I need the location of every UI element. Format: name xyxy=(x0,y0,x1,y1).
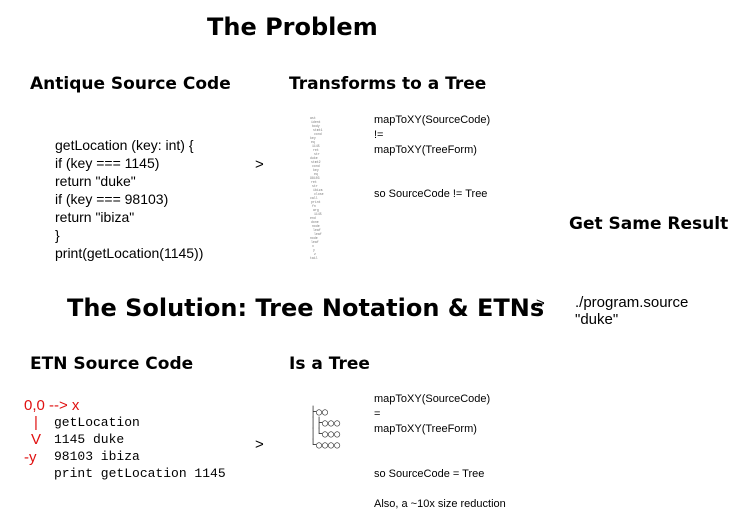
tiny-tree-line: node xyxy=(310,236,318,240)
tiny-tree-line: ret xyxy=(311,180,317,184)
etn-tree-diagram: ├○○ │├○○○ │└○○○ └○○○○ xyxy=(310,407,340,451)
size-reduction-note: Also, a ~10x size reduction xyxy=(374,498,506,510)
tiny-tree-line: end xyxy=(310,216,316,220)
code-line: } xyxy=(55,227,60,243)
tiny-tree-line: print xyxy=(311,200,321,204)
tiny-tree-line: str xyxy=(312,184,318,188)
tiny-tree-line: cond xyxy=(312,164,320,168)
result-block: ./program.source "duke" xyxy=(575,294,688,328)
note-line: mapToXY(SourceCode) xyxy=(374,393,491,405)
tiny-tree-line: z xyxy=(314,252,316,256)
tiny-tree-line: key xyxy=(310,136,316,140)
solution-arrow: > xyxy=(255,436,264,453)
tiny-tree-line: leaf xyxy=(313,228,321,232)
note-line: mapToXY(TreeForm) xyxy=(374,423,477,435)
problem-conclusion: so SourceCode != Tree xyxy=(374,188,488,200)
tiny-tree-line: ident xyxy=(311,120,321,124)
tree-node-row: │└○○○ xyxy=(310,429,341,440)
tiny-tree-line: cond xyxy=(314,132,322,136)
tiny-tree-line: duke xyxy=(310,156,318,160)
etn-code-line: 98103 ibiza xyxy=(54,449,140,464)
same-result-heading: Get Same Result xyxy=(569,214,729,234)
tiny-tree-line: eq xyxy=(311,140,315,144)
antique-code-block: getLocation (key: int) { if (key === 114… xyxy=(55,136,203,262)
transforms-heading: Transforms to a Tree xyxy=(289,74,487,94)
solution-conclusion: so SourceCode = Tree xyxy=(374,468,485,480)
etn-code-line: 1145 duke xyxy=(54,432,125,447)
tiny-tree-line: x xyxy=(312,244,314,248)
code-line: getLocation (key: int) { xyxy=(55,137,194,153)
code-line: print(getLocation(1145)) xyxy=(55,245,204,261)
tiny-tree-line: node xyxy=(312,224,320,228)
tree-node-row: │├○○○ xyxy=(310,418,341,429)
code-line: if (key === 98103) xyxy=(55,191,169,207)
axis-origin-label: 0,0 --> x xyxy=(24,397,80,414)
tiny-tree-line: eq xyxy=(314,172,318,176)
etn-source-heading: ETN Source Code xyxy=(30,354,194,374)
tiny-tree-line: body xyxy=(312,124,320,128)
tree-node-row: └○○○○ xyxy=(310,440,341,451)
tiny-tree-line: 98103 xyxy=(310,176,320,180)
problem-mapping-note: mapToXY(SourceCode) != mapToXY(TreeForm) xyxy=(374,113,490,158)
solution-title: The Solution: Tree Notation & ETNs xyxy=(67,294,545,322)
etn-code-line: print getLocation 1145 xyxy=(54,466,226,481)
axis-bar: | xyxy=(34,414,38,431)
tiny-tree-line: fn xyxy=(312,204,316,208)
tiny-tree-line: leaf xyxy=(314,232,322,236)
tree-node-row: ├○○ xyxy=(310,407,329,418)
tiny-tree-line: ibiza xyxy=(313,188,323,192)
note-line: = xyxy=(374,408,381,420)
axis-y-label: -y xyxy=(24,449,37,466)
tiny-tree-line: tail xyxy=(310,256,318,260)
tiny-tree-line: y xyxy=(313,248,315,252)
note-line: mapToXY(TreeForm) xyxy=(374,144,477,156)
tiny-tree-line: key xyxy=(313,168,319,172)
code-line: return "duke" xyxy=(55,173,136,189)
tiny-tree-line: call xyxy=(310,196,318,200)
problem-arrow: > xyxy=(255,156,264,173)
axis-down-arrow: V xyxy=(31,431,42,448)
note-line: != xyxy=(374,129,384,141)
tiny-tree-line: done xyxy=(311,220,319,224)
code-line: if (key === 1145) xyxy=(55,155,160,171)
tiny-tree-line: 1145 xyxy=(312,144,320,148)
tiny-tree-line: ret xyxy=(313,148,319,152)
tiny-tree-line: ast xyxy=(310,116,316,120)
tiny-tree-line: 1145 xyxy=(314,212,322,216)
tiny-tree-line: leaf xyxy=(311,240,319,244)
tiny-tree-line: stmt1 xyxy=(313,128,323,132)
note-line: mapToXY(SourceCode) xyxy=(374,114,491,126)
program-command: ./program.source xyxy=(575,294,689,311)
code-line: return "ibiza" xyxy=(55,209,135,225)
etn-code-line: getLocation xyxy=(54,415,140,430)
tiny-tree-line: arg xyxy=(313,208,319,212)
solution-mapping-note: mapToXY(SourceCode) = mapToXY(TreeForm) xyxy=(374,392,490,437)
tiny-tree-line: stmt2 xyxy=(311,160,321,164)
program-output: "duke" xyxy=(575,311,619,328)
antique-source-heading: Antique Source Code xyxy=(30,74,231,94)
problem-title: The Problem xyxy=(207,13,378,41)
result-arrow: > xyxy=(536,295,545,312)
tiny-tree-line: str xyxy=(314,152,320,156)
tiny-tree-line: close xyxy=(314,192,324,196)
is-tree-heading: Is a Tree xyxy=(289,354,370,374)
etn-code-block: getLocation 1145 duke 98103 ibiza print … xyxy=(54,414,226,482)
